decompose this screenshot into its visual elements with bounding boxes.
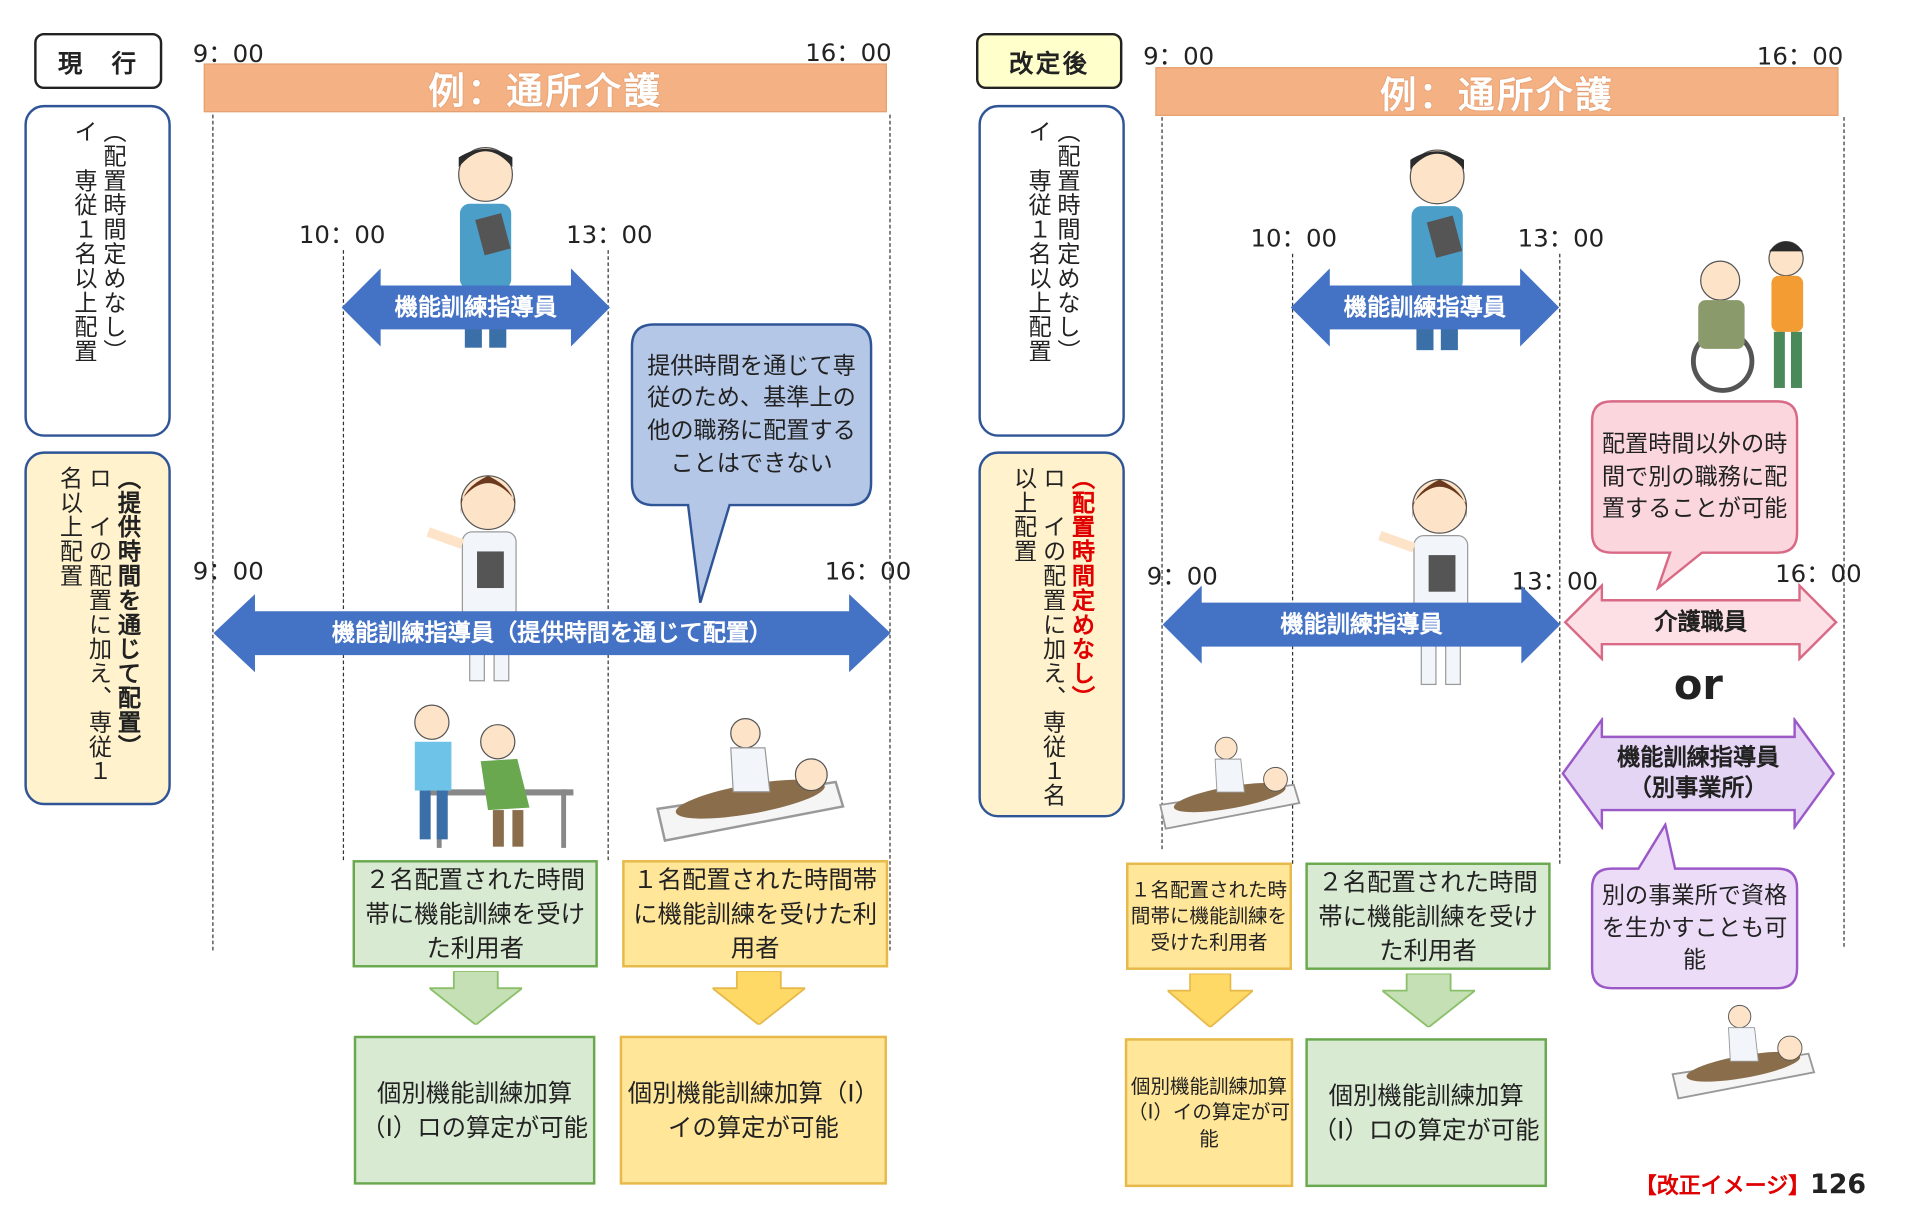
left-green-down-arrow [429, 971, 523, 1025]
right-trainer-arrow-label: 機能訓練指導員 [1343, 293, 1507, 321]
left-yellow-down-arrow [712, 971, 806, 1025]
left-guide-10 [342, 250, 345, 861]
right-two-staff-box: ２名配置された時間帯に機能訓練を受けた利用者 [1305, 862, 1551, 970]
right-trainer-arrow-mid-label: 機能訓練指導員 [1280, 610, 1443, 638]
footer-label: 【改正イメージ】 [1634, 1173, 1811, 1200]
right-row-ro-paren: （配置時間定めなし） [1068, 466, 1096, 711]
footer-revision-label: 【改正イメージ】126 [1635, 1169, 1866, 1201]
right-guide-10 [1291, 253, 1294, 864]
right-row-ro-box: ロ イの配置に加え、専従１名以上配置 （配置時間定めなし） [978, 451, 1125, 818]
right-banner: 例：通所介護 [1155, 67, 1839, 117]
left-speech-bubble-text: 提供時間を通じて専従のため、基準上の他の職務に配置することはできない [647, 352, 856, 477]
right-row-i-box: イ 専従１名以上配置 （配置時間定めなし） [978, 104, 1125, 437]
right-row-ro-text: ロ イの配置に加え、専従１名以上配置 [1010, 466, 1067, 808]
left-time-9b: 9：00 [192, 556, 264, 586]
right-purple-bubble: 別の事業所で資格を生かすことも可能 [1590, 822, 1800, 990]
left-banner: 例：通所介護 [203, 63, 887, 113]
right-one-staff-box: １名配置された時間帯に機能訓練を受けた利用者 [1126, 862, 1292, 970]
right-time-16b: 16：00 [1775, 558, 1862, 589]
care-staff-arrow-label: 介護職員 [1654, 608, 1748, 636]
right-result-i-box: 個別機能訓練加算（Ⅰ）イの算定が可能 [1124, 1038, 1294, 1188]
left-row-ro-paren: （提供時間を通じて配置） [114, 466, 142, 759]
left-panel-header: 現 行 [34, 32, 163, 90]
left-one-staff-box: １名配置された時間帯に機能訓練を受けた利用者 [622, 860, 889, 968]
right-pink-bubble: 配置時間以外の時間で別の職務に配置することが可能 [1590, 399, 1800, 591]
right-time-10: 10：00 [1250, 223, 1338, 253]
left-trainer-arrow-full: 機能訓練指導員（提供時間を通じて配置） [213, 594, 891, 673]
left-trainer-arrow-label: 機能訓練指導員 [394, 293, 557, 321]
left-guide-16 [889, 114, 891, 951]
right-panel-header: 改定後 [976, 32, 1123, 90]
left-time-16b: 16：00 [824, 556, 912, 586]
footer-page-number: 126 [1810, 1169, 1867, 1201]
care-staff-arrow: 介護職員 [1563, 583, 1839, 662]
right-row-i-paren: （配置時間定めなし） [1053, 119, 1081, 364]
right-purple-bubble-text: 別の事業所で資格を生かすことも可能 [1601, 882, 1788, 974]
left-guide-9 [212, 114, 214, 951]
left-row-i-text: イ 専従１名以上配置 [70, 119, 98, 364]
right-pink-bubble-text: 配置時間以外の時間で別の職務に配置することが可能 [1601, 430, 1788, 523]
massage-illustration [653, 714, 848, 858]
left-time-end: 16：00 [805, 37, 892, 68]
right-guide-9 [1161, 117, 1163, 850]
massage-illustration-corner [1669, 998, 1818, 1115]
massage-illustration-small [1157, 730, 1303, 846]
wheelchair-illustration [1674, 234, 1818, 395]
right-row-i-text: イ 専従１名以上配置 [1024, 119, 1052, 364]
left-speech-bubble: 提供時間を通じて専従のため、基準上の他の職務に配置することはできない [630, 322, 874, 605]
left-row-i-paren: （配置時間定めなし） [99, 119, 127, 364]
left-row-ro-box: ロ イの配置に加え、専従１名以上配置 （提供時間を通じて配置） [24, 451, 171, 806]
right-time-end: 16：00 [1756, 41, 1844, 71]
left-time-10: 10：00 [298, 219, 386, 249]
left-result-ro-box: 個別機能訓練加算（Ⅰ）ロの算定が可能 [353, 1035, 596, 1185]
other-office-trainer-label: 機能訓練指導員（別事業所） [1617, 744, 1780, 802]
walking-training-illustration [403, 698, 586, 851]
left-result-i-box: 個別機能訓練加算（Ⅰ）イの算定が可能 [619, 1035, 887, 1185]
right-trainer-arrow-10-13: 機能訓練指導員 [1290, 268, 1560, 347]
left-time-start: 9：00 [192, 39, 264, 69]
left-trainer-arrow-10-13: 機能訓練指導員 [341, 268, 610, 347]
left-trainer-arrow-full-label: 機能訓練指導員（提供時間を通じて配置） [331, 619, 773, 647]
left-row-ro-text: ロ イの配置に加え、専従１名以上配置 [56, 466, 113, 784]
right-guide-16 [1843, 117, 1845, 947]
other-office-trainer-arrow: 機能訓練指導員（別事業所） [1560, 717, 1836, 830]
right-yellow-down-arrow [1167, 973, 1253, 1028]
left-guide-13 [607, 250, 609, 861]
left-two-staff-box: ２名配置された時間帯に機能訓練を受けた利用者 [352, 860, 598, 968]
right-time-start: 9：00 [1143, 41, 1215, 71]
right-trainer-arrow-9-13: 機能訓練指導員 [1162, 585, 1561, 664]
right-green-down-arrow [1382, 973, 1475, 1028]
right-guide-13 [1559, 253, 1561, 864]
or-label: or [1673, 661, 1723, 711]
right-time-9b: 9：00 [1146, 561, 1218, 591]
right-result-ro-box: 個別機能訓練加算（Ⅰ）ロの算定が可能 [1305, 1038, 1547, 1188]
left-time-13: 13：00 [566, 219, 653, 249]
left-row-i-box: イ 専従１名以上配置 （配置時間定めなし） [24, 104, 171, 437]
right-time-13: 13：00 [1517, 223, 1605, 253]
